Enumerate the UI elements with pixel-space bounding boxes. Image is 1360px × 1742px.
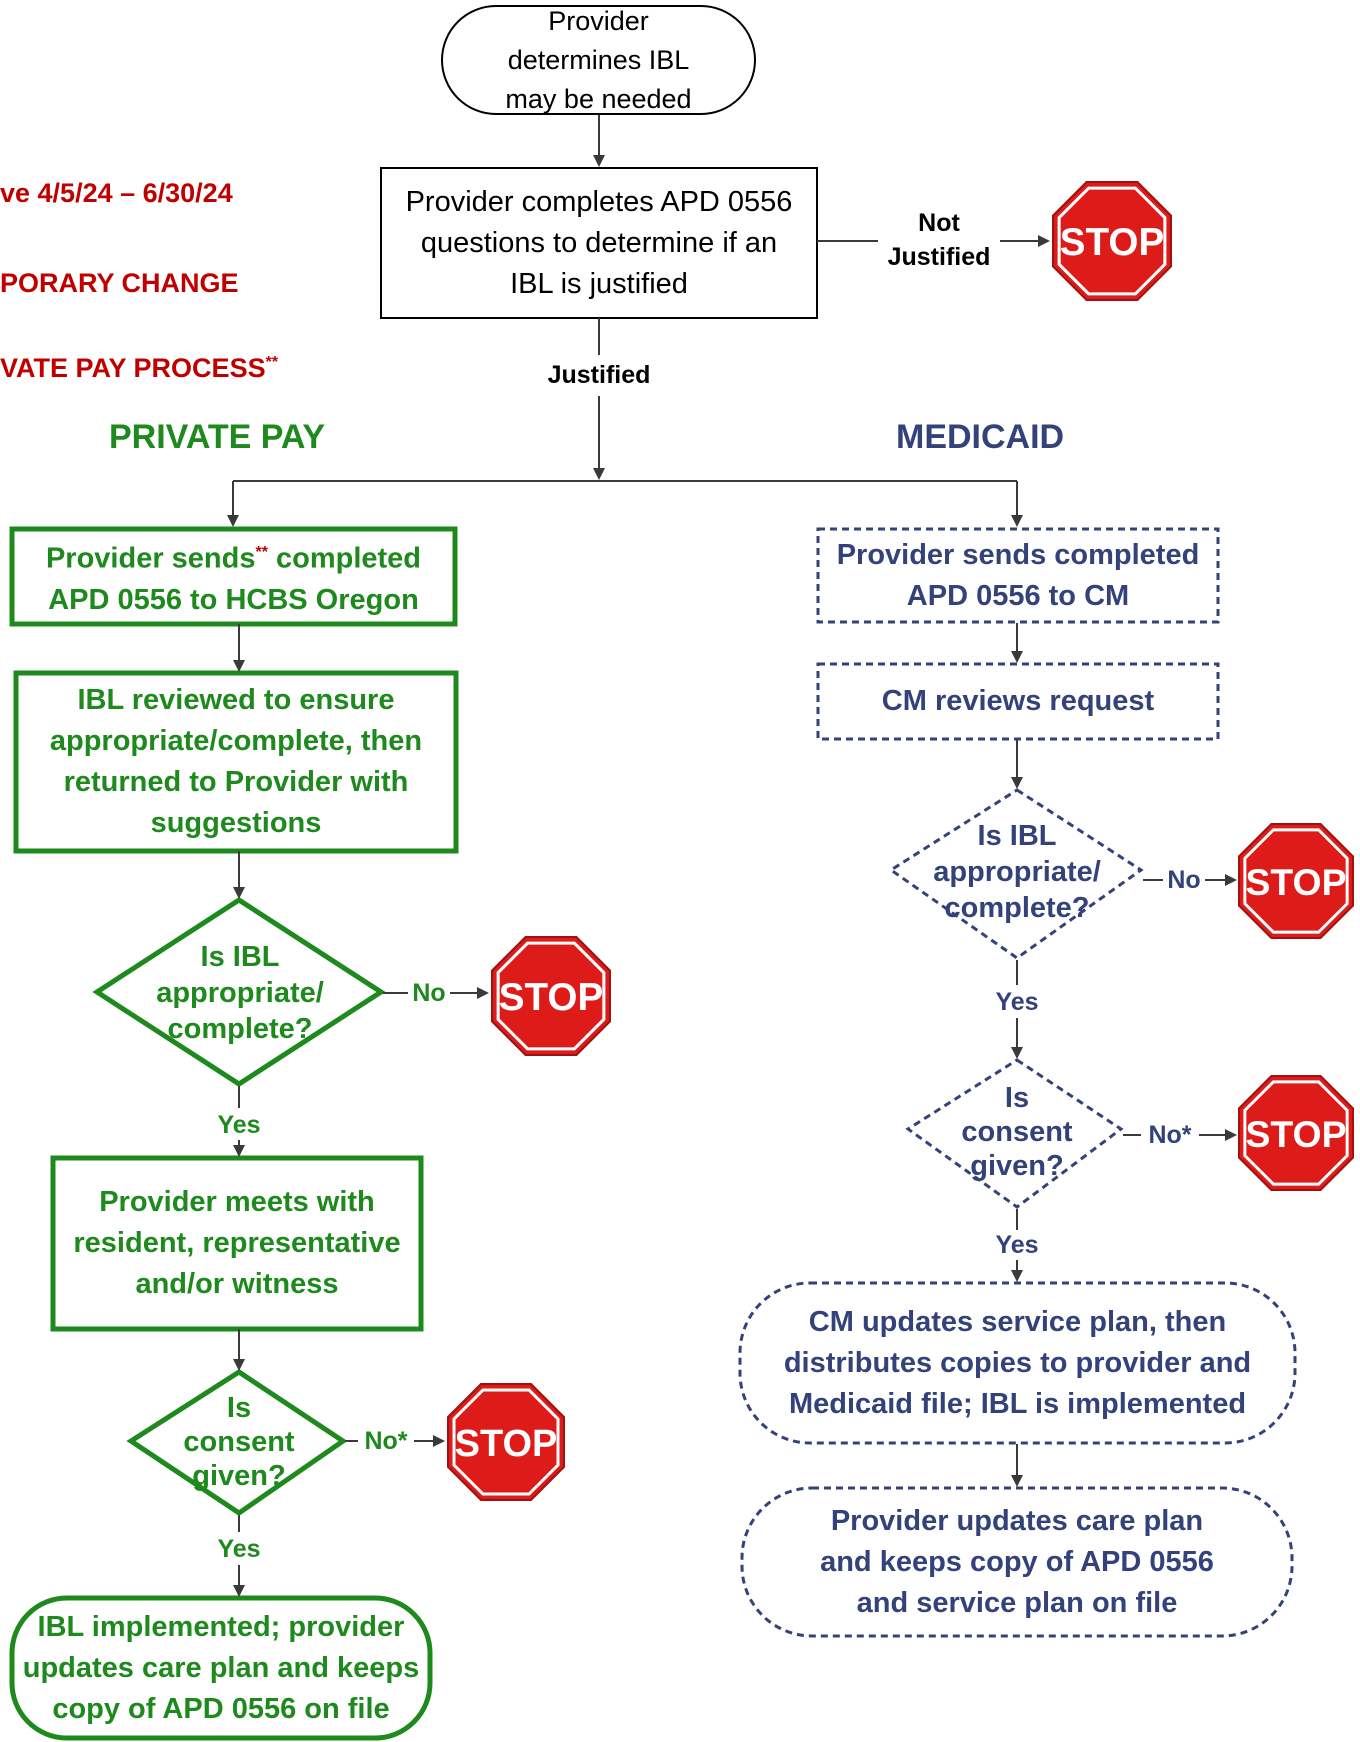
pp-meet-box xyxy=(50,1155,424,1332)
pp-review-text: IBL reviewed to ensure appropriate/compl… xyxy=(49,684,423,839)
pp-send-box xyxy=(9,526,458,627)
md-review-box xyxy=(816,662,1220,741)
stop-text: STOP xyxy=(1245,861,1346,903)
md-send-text: Provider sends completed APD 0556 to CM xyxy=(836,538,1200,612)
pp-decision1-text: Is IBL appropriate/ complete? xyxy=(156,940,324,1045)
pp-no2-label: No* xyxy=(364,1427,408,1455)
pp-yes1-label: Yes xyxy=(217,1111,261,1139)
not-justified-label: Not Justified xyxy=(887,209,991,271)
pp-send-text: Provider sends** completed APD 0556 to H… xyxy=(12,529,455,624)
pp-send-line-2: APD 0556 to HCBS Oregon xyxy=(48,583,419,616)
stop-text: STOP xyxy=(1060,221,1164,264)
notice-marker: ** xyxy=(265,354,279,371)
md-decision2-diamond xyxy=(905,1058,1124,1209)
md-update-terminator xyxy=(738,1281,1297,1445)
md-send-box xyxy=(816,527,1220,624)
pp-decision2-diamond xyxy=(126,1369,348,1517)
stop-sign-md-1: STOP xyxy=(1237,822,1355,940)
stop-sign-md-2: STOP xyxy=(1237,1074,1355,1192)
pp-no1-label: No xyxy=(412,979,446,1007)
pp-yes2-label: Yes xyxy=(217,1535,261,1563)
pp-send-prefix: Provider sends xyxy=(45,542,256,575)
stop-sign-pp-1: STOP xyxy=(491,936,611,1056)
notice-line-1: PORARY CHANGE xyxy=(0,268,239,298)
start-text: Provider determines IBL may be needed xyxy=(505,5,692,114)
notice-effective-dates: ve 4/5/24 – 6/30/24 xyxy=(0,178,233,208)
md-decision1-diamond xyxy=(888,788,1144,960)
notice-line-2: VATE PAY PROCESS** xyxy=(0,312,278,385)
pp-send-marker: ** xyxy=(255,544,268,562)
md-decision1-text: Is IBL appropriate/ complete? xyxy=(933,820,1101,924)
stop-text: STOP xyxy=(455,1423,558,1465)
stop-sign-pp-2: STOP xyxy=(447,1383,565,1501)
md-no2-label: No* xyxy=(1148,1121,1192,1149)
stop-sign-not-justified: STOP xyxy=(1052,181,1172,301)
md-no1-label: No xyxy=(1167,866,1201,894)
md-yes1-label: Yes xyxy=(995,988,1039,1016)
stop-text: STOP xyxy=(499,976,603,1019)
pp-review-box xyxy=(13,670,459,854)
pp-meet-text: Provider meets with resident, representa… xyxy=(73,1186,401,1300)
md-review-text: CM reviews request xyxy=(881,685,1155,717)
md-yes2-label: Yes xyxy=(995,1231,1039,1259)
pp-decision2-text: Is consent given? xyxy=(183,1392,295,1492)
pp-end-terminator xyxy=(9,1595,433,1741)
md-end-terminator xyxy=(740,1486,1294,1638)
notice-line-2-text: VATE PAY PROCESS xyxy=(0,353,266,383)
private-pay-heading: PRIVATE PAY xyxy=(109,418,326,456)
pp-send-suffix: completed xyxy=(267,542,422,575)
pp-decision1-diamond xyxy=(92,897,386,1087)
pp-send-line-1: Provider sends** completed xyxy=(46,532,421,580)
md-update-text: CM updates service plan, then distribute… xyxy=(783,1305,1252,1420)
questions-text: Provider completes APD 0556 questions to… xyxy=(405,185,793,300)
start-terminator xyxy=(441,5,756,115)
questions-box xyxy=(380,167,818,319)
justified-label: Justified xyxy=(547,361,651,389)
stop-text: STOP xyxy=(1245,1113,1346,1155)
medicaid-heading: MEDICAID xyxy=(896,418,1065,456)
md-end-text: Provider updates care plan and keeps cop… xyxy=(820,1504,1214,1619)
pp-end-text: IBL implemented; provider updates care p… xyxy=(22,1610,420,1725)
md-decision2-text: Is consent given? xyxy=(961,1082,1073,1182)
